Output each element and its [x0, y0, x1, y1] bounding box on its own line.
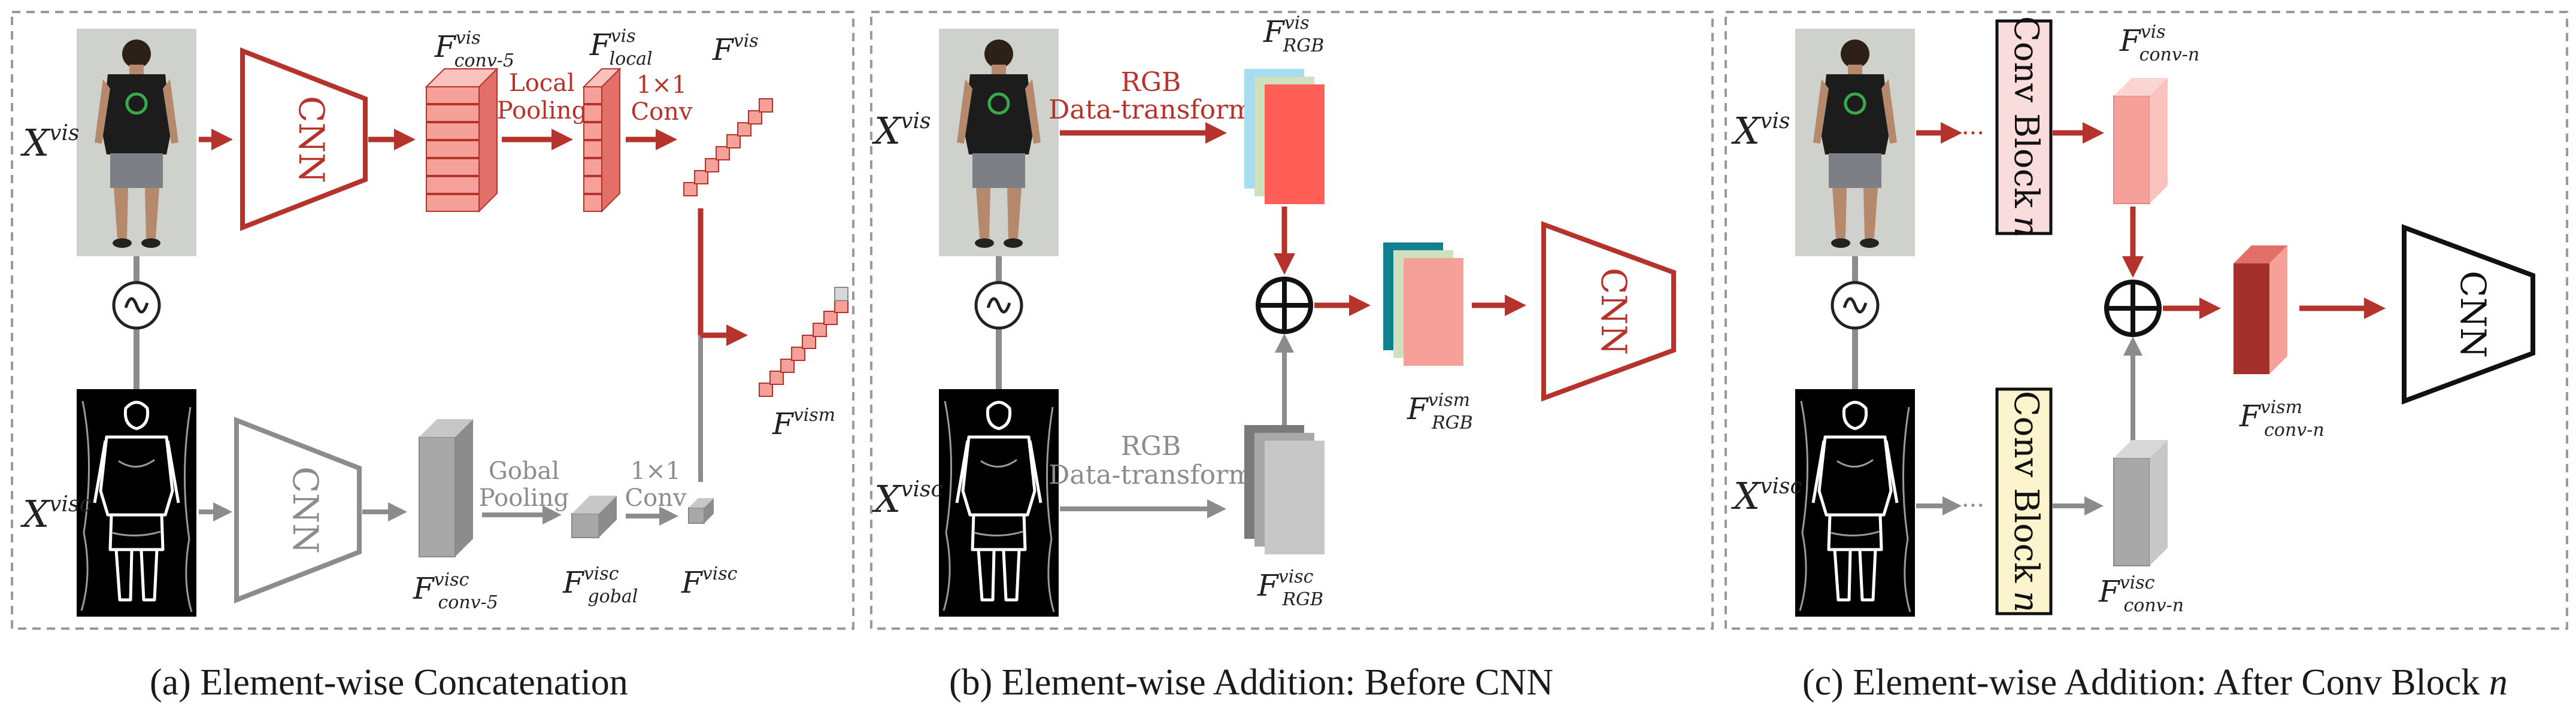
f-rgb-vis-stack [1244, 69, 1325, 204]
sketch-image-c [1795, 389, 1915, 617]
f-vism-vector [759, 287, 848, 397]
x-visc-label-c: Xvisc [1731, 474, 1802, 518]
caption-c: (c) Element-wise Addition: After Conv Bl… [1802, 662, 2508, 704]
dots-top: ··· [1962, 120, 1984, 147]
conv-bottom-label-1: 1×1 [631, 457, 681, 485]
visible-image-b [939, 29, 1059, 256]
conv-block-top [1995, 19, 2053, 235]
f-conv5-vis-stack [425, 67, 499, 213]
rgb-bottom-label-2: Data-transform [1048, 460, 1253, 490]
x-vis-label-c: Xvis [1731, 109, 1790, 153]
caption-a: (a) Element-wise Concatenation [150, 662, 628, 703]
global-pooling-label-1: Gobal [489, 457, 559, 485]
conv-block-top-label: Conv Blockn [2007, 16, 2046, 238]
x-vis-label-b: Xvis [872, 109, 931, 153]
cnn-c-label: CNN [2453, 271, 2493, 358]
cnn-bottom-trapezoid [234, 417, 362, 603]
panel-b-border [870, 11, 1714, 630]
wave-glyph-b [986, 297, 1011, 314]
f-visc-block [688, 498, 714, 524]
f-vis-label: Fvis [712, 31, 759, 67]
wave-glyph [124, 297, 149, 314]
conv-bottom-label-2: Conv [625, 484, 686, 512]
conv-top-label-1: 1×1 [637, 71, 687, 99]
conv-block-bottom [1995, 387, 2053, 615]
cnn-top-label: CNN [291, 96, 332, 183]
sketch-image [77, 389, 196, 617]
cnn-bottom-label: CNN [285, 466, 326, 554]
f-gobal-visc-block [571, 496, 617, 538]
caption-c-text: (c) Element-wise Addition: After Conv Bl… [1802, 662, 2489, 703]
rgb-top-label-2: Data-transform [1048, 95, 1253, 125]
cnn-c-trapezoid [2402, 224, 2535, 405]
add-operator-c [2104, 280, 2162, 337]
rgb-bottom-label-1: RGB [1121, 431, 1181, 462]
local-pooling-label-1: Local [509, 69, 575, 97]
visible-image [77, 29, 196, 256]
conv-top-label-2: Conv [631, 98, 692, 126]
f-conv-n-vism-block [2233, 245, 2287, 374]
f-conv-n-vis-block [2113, 78, 2168, 204]
add-operator [1256, 277, 1313, 334]
caption-c-italic: n [2489, 662, 2508, 703]
sketch-image-b [939, 389, 1059, 617]
rgb-top-label-1: RGB [1121, 67, 1181, 98]
f-vis-vector [683, 98, 773, 196]
dots-bottom: ··· [1962, 492, 1984, 520]
panel-a-border [11, 11, 854, 630]
f-rgb-vism-stack [1383, 242, 1463, 366]
cnn-top-trapezoid [240, 47, 368, 231]
conv-block-bottom-label: Conv Blockn [2007, 391, 2046, 612]
f-conv-n-visc-block [2113, 440, 2168, 566]
local-pooling-label-2: Pooling [497, 97, 587, 125]
f-local-vis-stack [582, 67, 622, 213]
x-visc-label-b: Xvisc [872, 477, 943, 521]
visible-image-c [1795, 29, 1915, 256]
x-visc-label: Xvisc [20, 492, 92, 536]
caption-b: (b) Element-wise Addition: Before CNN [949, 662, 1554, 703]
f-conv5-visc-block [419, 419, 473, 557]
f-vism-label: Fvism [772, 405, 835, 441]
f-visc-label: Fvisc [681, 563, 738, 600]
global-pooling-label-2: Pooling [479, 484, 569, 512]
f-rgb-visc-stack [1244, 425, 1325, 554]
x-vis-label: Xvis [20, 121, 79, 165]
wave-glyph-c [1842, 297, 1868, 314]
panel-c-border [1725, 11, 2568, 630]
cnn-b-trapezoid [1541, 221, 1676, 402]
cnn-b-label: CNN [1593, 268, 1634, 355]
